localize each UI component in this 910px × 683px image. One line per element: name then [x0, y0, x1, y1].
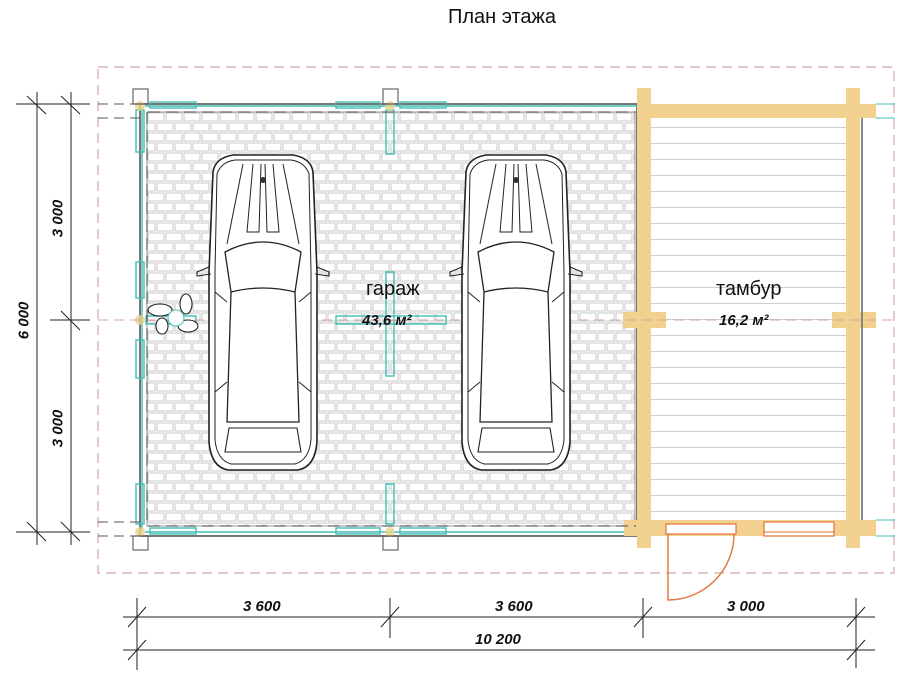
dim-bottom-total: 10 200 [475, 631, 521, 648]
room-area-garage: 43,6 м² [362, 312, 412, 329]
plan-title: План этажа [447, 6, 557, 28]
room-name-garage: гараж [366, 278, 420, 300]
room-area-vestibule: 16,2 м² [719, 312, 769, 329]
dim-left-upper: 3 000 [49, 199, 67, 238]
car-right-icon [449, 154, 583, 471]
dim-bottom-seg3: 3 000 [727, 598, 765, 615]
dim-left-lower: 3 000 [49, 409, 67, 448]
plant-icon [147, 293, 199, 335]
dim-left-total: 6 000 [15, 301, 33, 340]
room-name-vestibule: тамбур [716, 278, 782, 300]
dim-bottom-seg1: 3 600 [243, 598, 281, 615]
car-left-icon [196, 154, 330, 471]
dim-bottom-seg2: 3 600 [495, 598, 533, 615]
